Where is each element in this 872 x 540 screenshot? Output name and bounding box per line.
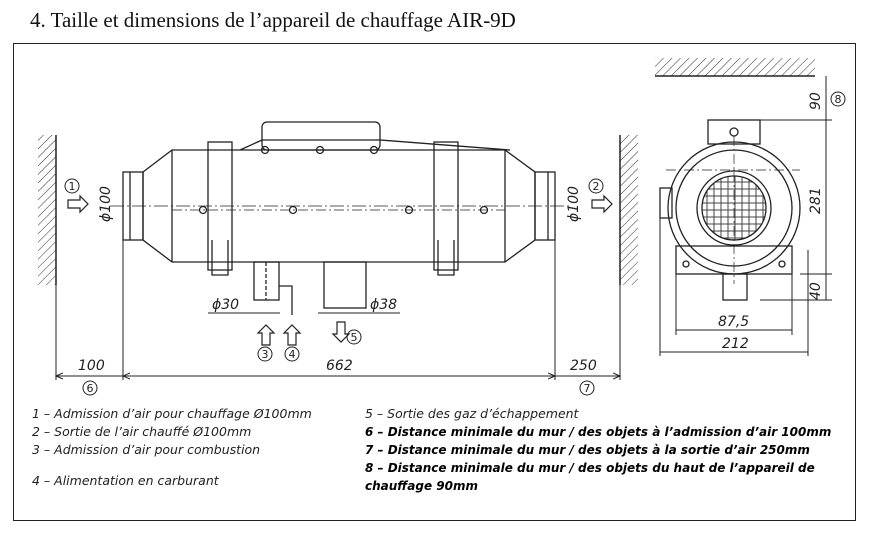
marker-5: 5 <box>351 331 358 344</box>
dim-d30: ϕ30 <box>212 297 239 313</box>
marker-4: 4 <box>289 348 296 361</box>
marker-1: 1 <box>69 180 76 193</box>
dim-212: 212 <box>722 336 749 352</box>
legend-item-7: 7 – Distance minimale du mur / des objet… <box>365 443 810 457</box>
dim-662: 662 <box>326 358 353 374</box>
legend-item-2: 2 – Sortie de l’air chauffé Ø100mm <box>32 424 252 439</box>
legend-item-8: 8 – Distance minimale du mur / des objet… <box>365 461 815 493</box>
dim-250: 250 <box>570 358 597 374</box>
dim-100: 100 <box>78 358 105 374</box>
dim-90: 90 <box>808 92 824 110</box>
dim-40: 40 <box>808 282 824 300</box>
right-wall <box>619 135 638 285</box>
marker-3: 3 <box>262 348 269 361</box>
left-wall <box>38 135 57 285</box>
marker-6: 6 <box>87 382 94 395</box>
marker-circles <box>64 91 846 396</box>
dim-d100-right: ϕ100 <box>566 186 582 222</box>
marker-2: 2 <box>593 180 600 193</box>
marker-7: 7 <box>584 382 591 395</box>
heater-front-view <box>659 119 801 301</box>
dim-87-5: 87,5 <box>718 314 749 330</box>
dim-281: 281 <box>808 187 824 214</box>
flow-arrows <box>67 194 613 346</box>
top-wall <box>655 58 815 77</box>
diagram-frame <box>13 43 856 521</box>
dim-d100-left: ϕ100 <box>98 186 114 222</box>
page-title: 4. Taille et dimensions de l’appareil de… <box>30 8 516 32</box>
marker-8: 8 <box>835 93 842 106</box>
legend-item-6: 6 – Distance minimale du mur / des objet… <box>365 425 832 439</box>
legend-item-5: 5 – Sortie des gaz d’échappement <box>365 406 579 421</box>
legend-item-4: 4 – Alimentation en carburant <box>32 473 219 488</box>
dimension-lines <box>56 76 832 380</box>
heater-side-view <box>110 121 570 315</box>
legend-item-3: 3 – Admission d’air pour combustion <box>32 442 261 457</box>
legend-item-1: 1 – Admission d’air pour chauffage Ø100m… <box>32 406 312 421</box>
dim-d38: ϕ38 <box>370 297 397 313</box>
